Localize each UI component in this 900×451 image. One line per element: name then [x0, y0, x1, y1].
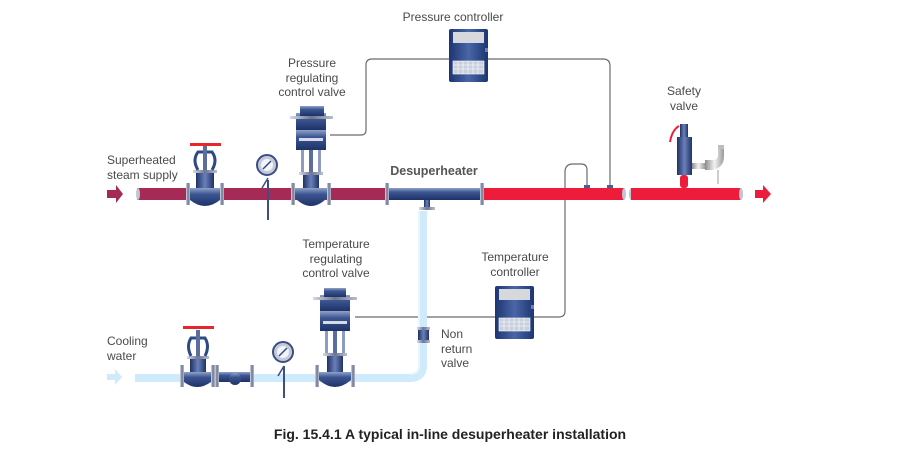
desuperheated-steam-pipe — [483, 188, 743, 200]
steam-isolation-valve — [186, 143, 224, 206]
steam-outflow-arrow — [755, 185, 771, 203]
non-return-valve — [417, 327, 430, 343]
label-line: Non — [441, 327, 464, 341]
label-line: valve — [441, 356, 470, 370]
label-line: regulating — [285, 70, 339, 85]
temperature-regulating-valve-label: Temperature regulating control valve — [286, 237, 386, 281]
water-strainer — [215, 365, 254, 387]
superheated-steam-pipe — [136, 188, 387, 200]
label-line: water — [107, 348, 137, 363]
desuperheater-body — [385, 183, 484, 210]
cooling-water-pipe — [135, 211, 427, 382]
desuperheater-label: Desuperheater — [379, 164, 489, 179]
steam-inflow-arrow — [107, 185, 123, 203]
non-return-valve-label: Non return valve — [441, 327, 472, 371]
label-text: Desuperheater — [390, 164, 478, 178]
safety-valve-label: Safety valve — [654, 84, 714, 113]
temperature-signal-line — [355, 163, 588, 318]
cooling-water-label: Cooling water — [107, 334, 148, 363]
steam-pressure-gauge — [256, 154, 278, 220]
water-pressure-gauge — [272, 341, 294, 398]
figure-caption: Fig. 15.4.1 A typical in-line desuperhea… — [273, 426, 627, 442]
temperature-controller-label: Temperature controller — [470, 250, 560, 279]
pressure-regulating-valve-label: Pressure regulating control valve — [262, 56, 362, 100]
water-isolation-valve — [180, 326, 215, 387]
temperature-controller — [495, 286, 534, 339]
pressure-sensing-taps — [584, 185, 613, 188]
pressure-signal-line — [330, 58, 611, 186]
label-line: control valve — [278, 85, 346, 99]
pressure-controller — [449, 29, 488, 82]
pressure-controller-label: Pressure controller — [393, 10, 513, 25]
label-text: Pressure controller — [402, 10, 504, 24]
temperature-control-valve — [313, 288, 357, 387]
label-line: Superheated — [107, 153, 176, 167]
safety-valve — [669, 124, 724, 188]
label-line: Cooling — [107, 334, 148, 348]
label-line: regulating — [309, 251, 363, 266]
label-line: Safety — [666, 84, 702, 98]
label-line: Temperature — [302, 237, 370, 251]
label-line: return — [441, 341, 473, 356]
label-line: control valve — [302, 266, 370, 280]
label-line: steam supply — [107, 167, 178, 182]
label-line: controller — [490, 264, 540, 279]
label-line: valve — [669, 98, 698, 113]
superheated-steam-label: Superheated steam supply — [107, 153, 178, 182]
pressure-control-valve — [290, 106, 333, 206]
water-inflow-arrow — [107, 369, 122, 385]
label-line: Pressure — [287, 56, 337, 70]
label-line: Temperature — [481, 250, 549, 264]
